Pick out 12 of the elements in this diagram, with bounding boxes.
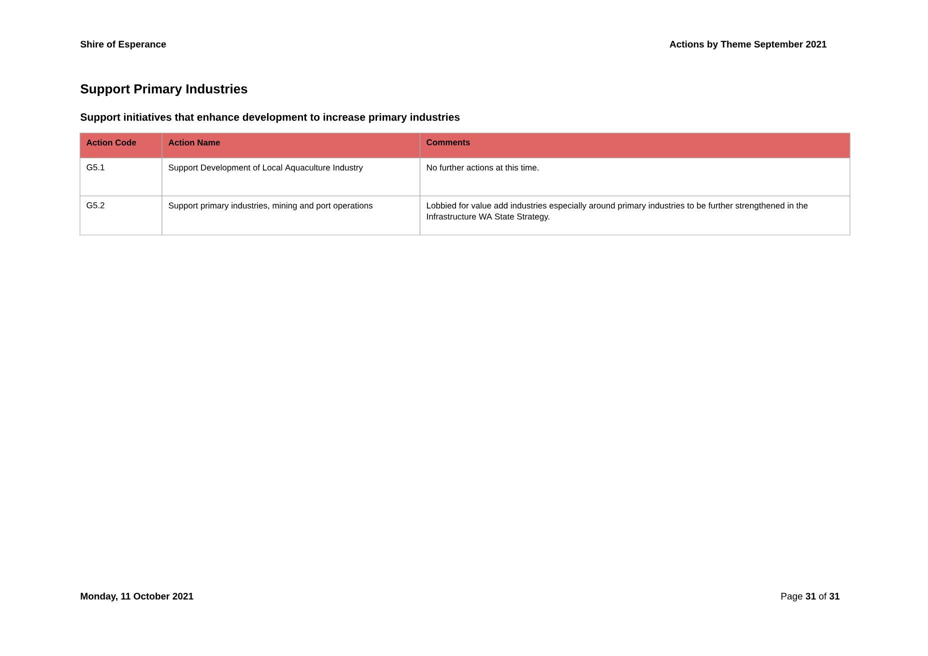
table-header-cell: Comments [420,132,850,158]
page-title: Support Primary Industries [80,84,248,96]
table-cell: G5.2 [80,196,162,236]
footer-text: Monday, 11 October 2021 [80,592,194,602]
section-heading: Support initiatives that enhance development to increase primary industries [80,113,460,123]
header-text: Actions by Theme September 2021 [670,40,827,50]
footer-text: Page 31 of 31 [781,592,840,602]
table-cell: Lobbied for value add industries especially around primary industries to be further strengthened in the Infrastructure WA State Strategy. [420,196,850,236]
table-cell: G5.1 [80,158,162,196]
table-cell: No further actions at this time. [420,158,850,196]
header-text: Shire of Esperance [80,40,166,50]
table-header-cell: Action Code [80,132,162,158]
